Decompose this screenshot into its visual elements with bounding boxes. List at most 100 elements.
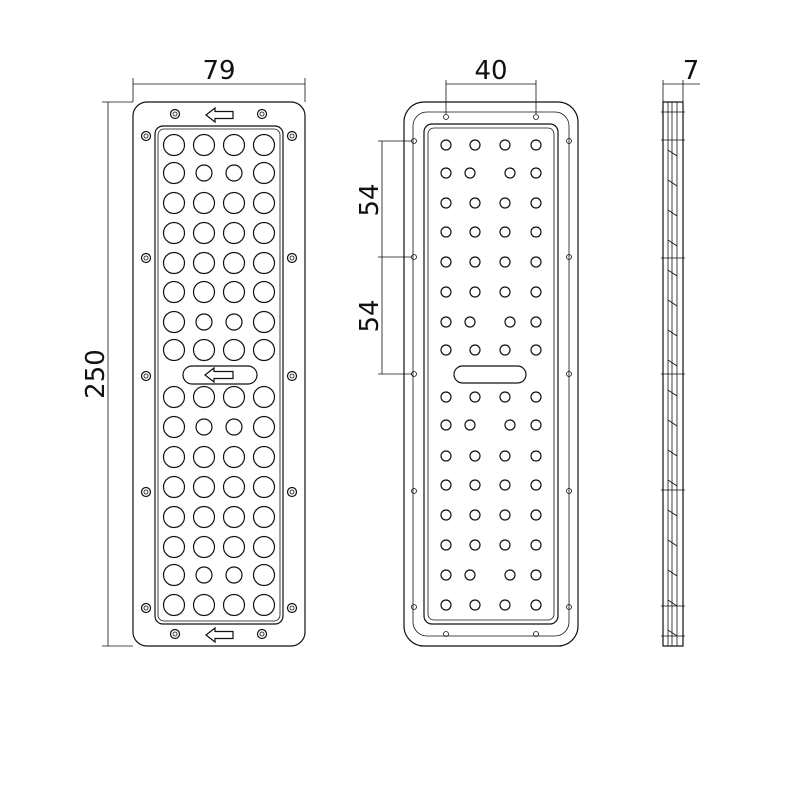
back-hole xyxy=(530,167,542,179)
back-small-holes xyxy=(440,139,542,611)
lens-hole xyxy=(162,310,186,334)
screw-hole-center xyxy=(143,605,149,611)
back-hole xyxy=(530,286,542,298)
back-hole xyxy=(440,539,452,551)
screw-hole-center xyxy=(143,489,149,495)
lens-hole xyxy=(195,418,213,436)
lens-hole xyxy=(252,475,276,499)
back-hole xyxy=(469,344,481,356)
screw-hole xyxy=(256,108,268,120)
back-hole xyxy=(440,256,452,268)
screw-hole xyxy=(286,486,298,498)
side-lens-profile-line xyxy=(667,239,678,247)
screw-hole xyxy=(533,631,539,637)
lens-hole xyxy=(162,221,186,245)
lens-hole xyxy=(162,535,186,559)
screw-hole-center xyxy=(259,631,265,637)
back-hole xyxy=(530,139,542,151)
side-lens-profile-line xyxy=(667,599,678,607)
lens-hole xyxy=(222,535,246,559)
back-hole xyxy=(504,167,516,179)
back-hole xyxy=(469,479,481,491)
back-hole xyxy=(499,344,511,356)
lens-hole xyxy=(162,338,186,362)
back-hole xyxy=(499,599,511,611)
screw-hole xyxy=(411,604,417,610)
back-hole xyxy=(440,509,452,521)
side-lens-profile-line xyxy=(667,569,678,577)
back-hole xyxy=(530,391,542,403)
side-lens-profile-line xyxy=(667,299,678,307)
lens-hole xyxy=(252,415,276,439)
back-hole xyxy=(504,316,516,328)
pitch-upper-label: 54 xyxy=(355,183,385,216)
front-view: 79 250 xyxy=(81,56,306,647)
back-center-slot xyxy=(453,365,527,384)
lens-hole xyxy=(192,280,216,304)
front-inner-panel-edge xyxy=(157,128,281,622)
back-hole xyxy=(530,569,542,581)
back-hole xyxy=(440,569,452,581)
lens-hole xyxy=(192,191,216,215)
screw-hole xyxy=(566,604,572,610)
lens-hole xyxy=(252,505,276,529)
back-hole xyxy=(440,316,452,328)
lens-hole xyxy=(192,535,216,559)
arrow-left-icon xyxy=(205,626,234,644)
lens-hole xyxy=(222,505,246,529)
lens-hole xyxy=(162,191,186,215)
lens-hole xyxy=(222,475,246,499)
hole-spacing-label: 40 xyxy=(474,56,507,86)
back-hole xyxy=(440,344,452,356)
lens-hole xyxy=(222,251,246,275)
lens-hole xyxy=(252,593,276,617)
screw-hole xyxy=(286,130,298,142)
back-hole xyxy=(440,226,452,238)
back-hole xyxy=(469,599,481,611)
lens-hole xyxy=(162,475,186,499)
height-dimension-label: 250 xyxy=(81,349,111,399)
lens-hole xyxy=(222,593,246,617)
screw-hole xyxy=(140,602,152,614)
lens-hole xyxy=(162,563,186,587)
lens-hole xyxy=(252,133,276,157)
back-hole xyxy=(499,139,511,151)
side-lens-profile xyxy=(661,111,685,637)
lens-hole xyxy=(162,415,186,439)
screw-hole xyxy=(140,370,152,382)
lens-hole xyxy=(162,251,186,275)
back-hole xyxy=(530,226,542,238)
lens-hole xyxy=(222,445,246,469)
back-hole xyxy=(499,197,511,209)
screw-hole-center xyxy=(289,133,295,139)
side-lens-profile-line xyxy=(667,419,678,427)
back-hole xyxy=(440,167,452,179)
back-hole xyxy=(440,419,452,431)
screw-hole xyxy=(411,488,417,494)
lens-hole xyxy=(192,475,216,499)
side-lens-profile-line xyxy=(667,539,678,547)
lens-hole xyxy=(162,161,186,185)
back-hole xyxy=(440,391,452,403)
side-lens-profile-line xyxy=(667,359,678,367)
back-outer-outline xyxy=(403,101,579,647)
lens-hole xyxy=(222,338,246,362)
back-hole xyxy=(469,226,481,238)
side-lens-profile-line xyxy=(667,479,678,487)
back-mid-outline xyxy=(412,111,570,637)
back-hole xyxy=(530,419,542,431)
side-lens-profile-line xyxy=(667,209,678,217)
screw-hole xyxy=(169,108,181,120)
back-hole xyxy=(440,479,452,491)
front-inner-panel xyxy=(154,125,284,625)
screw-hole xyxy=(533,114,539,120)
side-lens-profile-line xyxy=(667,149,678,157)
side-view: 7 xyxy=(661,56,700,647)
arrow-left-icon xyxy=(205,106,234,124)
back-hole xyxy=(530,256,542,268)
screw-hole-center xyxy=(259,111,265,117)
lens-hole xyxy=(192,593,216,617)
screw-hole-center xyxy=(143,373,149,379)
back-hole xyxy=(464,569,476,581)
back-hole xyxy=(499,391,511,403)
